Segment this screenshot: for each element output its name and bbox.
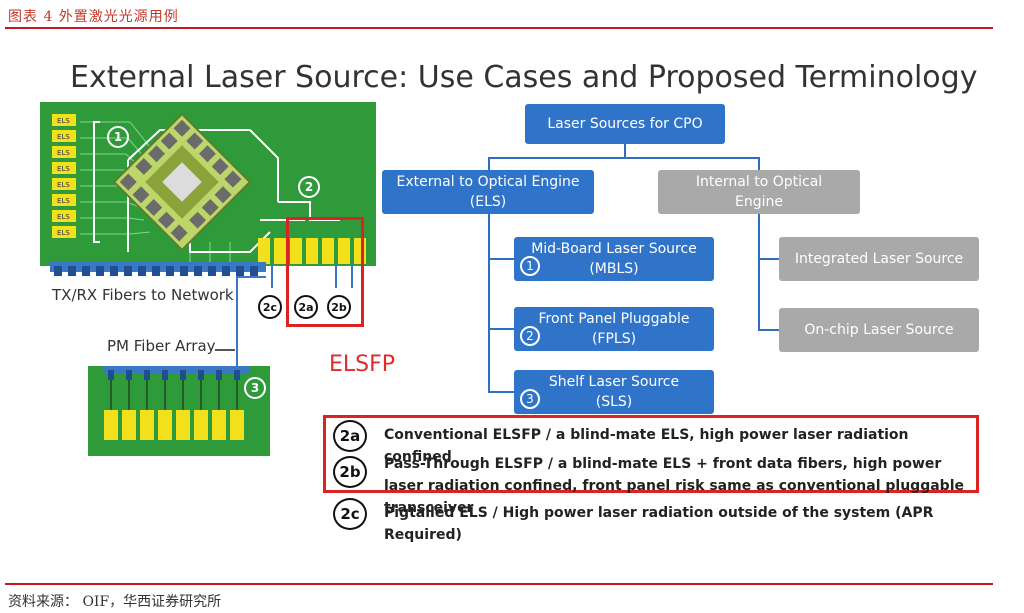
svg-text:ELS: ELS xyxy=(57,149,70,157)
tree-connector xyxy=(488,157,760,159)
elsfp-label: ELSFP xyxy=(329,352,396,377)
tree-node-on-chip-label: On-chip Laser Source xyxy=(804,322,954,338)
figure-label: 图表 4 外置激光光源用例 xyxy=(8,9,179,25)
tree-node-sls-line2: (SLS) xyxy=(595,394,633,410)
use-case-marker-1: 1 xyxy=(107,126,129,148)
tree-node-sls: Shelf Laser Source (SLS) 3 xyxy=(514,370,714,414)
svg-text:ELS: ELS xyxy=(57,229,70,237)
tree-node-integrated-label: Integrated Laser Source xyxy=(794,251,964,267)
pm-fiber-array-caption: PM Fiber Array xyxy=(107,337,216,355)
switch-board-illustration: ELS ELS ELS ELS ELS ELS ELS ELS xyxy=(40,102,376,292)
tree-node-fpls-number: 2 xyxy=(520,326,540,346)
tree-node-on-chip: On-chip Laser Source xyxy=(779,308,979,352)
tree-node-mbls-line2: (MBLS) xyxy=(589,261,639,277)
svg-text:ELS: ELS xyxy=(57,133,70,141)
fiber-link-line xyxy=(236,276,238,370)
tree-node-fpls-line1: Front Panel Pluggable xyxy=(538,311,690,327)
legend-text-2a: Conventional ELSFP / a blind-mate ELS, h… xyxy=(384,427,909,465)
tree-node-internal-line2: Engine xyxy=(735,194,783,210)
use-case-marker-3: 3 xyxy=(244,377,266,399)
tree-connector xyxy=(624,144,626,158)
tree-node-external-line2: (ELS) xyxy=(469,194,507,210)
footer-rule xyxy=(5,583,993,585)
use-case-marker-2: 2 xyxy=(298,176,320,198)
tree-node-integrated: Integrated Laser Source xyxy=(779,237,979,281)
svg-text:ELS: ELS xyxy=(57,165,70,173)
elsfp-highlight-box xyxy=(286,217,364,327)
legend-mark-2b: 2b xyxy=(333,456,367,488)
use-case-marker-2a: 2a xyxy=(294,295,318,319)
tree-node-internal: Internal to Optical Engine xyxy=(658,170,860,214)
tree-node-sls-number: 3 xyxy=(520,389,540,409)
tree-node-internal-line1: Internal to Optical xyxy=(695,174,823,190)
tree-node-external-line1: External to Optical Engine xyxy=(396,174,580,190)
tx-rx-fibers-caption: TX/RX Fibers to Network xyxy=(52,286,234,304)
source-note: 资料来源： OIF，华西证券研究所 xyxy=(8,594,222,610)
slide-title: External Laser Source: Use Cases and Pro… xyxy=(70,60,978,95)
use-case-marker-2b: 2b xyxy=(327,295,351,319)
tree-connector xyxy=(488,391,514,393)
tree-connector xyxy=(758,214,760,331)
tree-node-mbls-line1: Mid-Board Laser Source xyxy=(531,241,697,257)
svg-text:ELS: ELS xyxy=(57,117,70,125)
header-rule xyxy=(5,27,993,29)
fiber-link-line-horizontal xyxy=(236,276,266,278)
tree-node-mbls-number: 1 xyxy=(520,256,540,276)
legend-text-2b: Pass-Through ELSFP / a blind-mate ELS + … xyxy=(384,456,964,516)
tree-node-sls-line1: Shelf Laser Source xyxy=(548,374,680,390)
tree-node-fpls: Front Panel Pluggable (FPLS) 2 xyxy=(514,307,714,351)
pm-fiber-array-illustration xyxy=(88,366,270,456)
legend-mark-2c: 2c xyxy=(333,498,367,530)
tree-connector xyxy=(488,328,514,330)
tree-connector xyxy=(758,329,780,331)
tree-root-laser-sources: Laser Sources for CPO xyxy=(525,104,725,144)
tree-root-label: Laser Sources for CPO xyxy=(547,116,703,132)
tree-node-external: External to Optical Engine (ELS) xyxy=(382,170,594,214)
tree-node-mbls: Mid-Board Laser Source (MBLS) 1 xyxy=(514,237,714,281)
pm-caption-pointer xyxy=(215,349,235,351)
svg-text:ELS: ELS xyxy=(57,213,70,221)
tree-node-fpls-line2: (FPLS) xyxy=(591,331,637,347)
legend-mark-2a: 2a xyxy=(333,420,367,452)
tree-connector xyxy=(488,157,490,171)
legend-text-2c: Pigtailed ELS / High power laser radiati… xyxy=(384,505,934,543)
tree-connector xyxy=(758,258,780,260)
tree-connector xyxy=(758,157,760,171)
use-case-marker-2c: 2c xyxy=(258,295,282,319)
tree-connector xyxy=(488,214,490,392)
tree-connector xyxy=(488,258,514,260)
legend-highlight-box xyxy=(323,415,979,493)
svg-text:ELS: ELS xyxy=(57,197,70,205)
svg-text:ELS: ELS xyxy=(57,181,70,189)
